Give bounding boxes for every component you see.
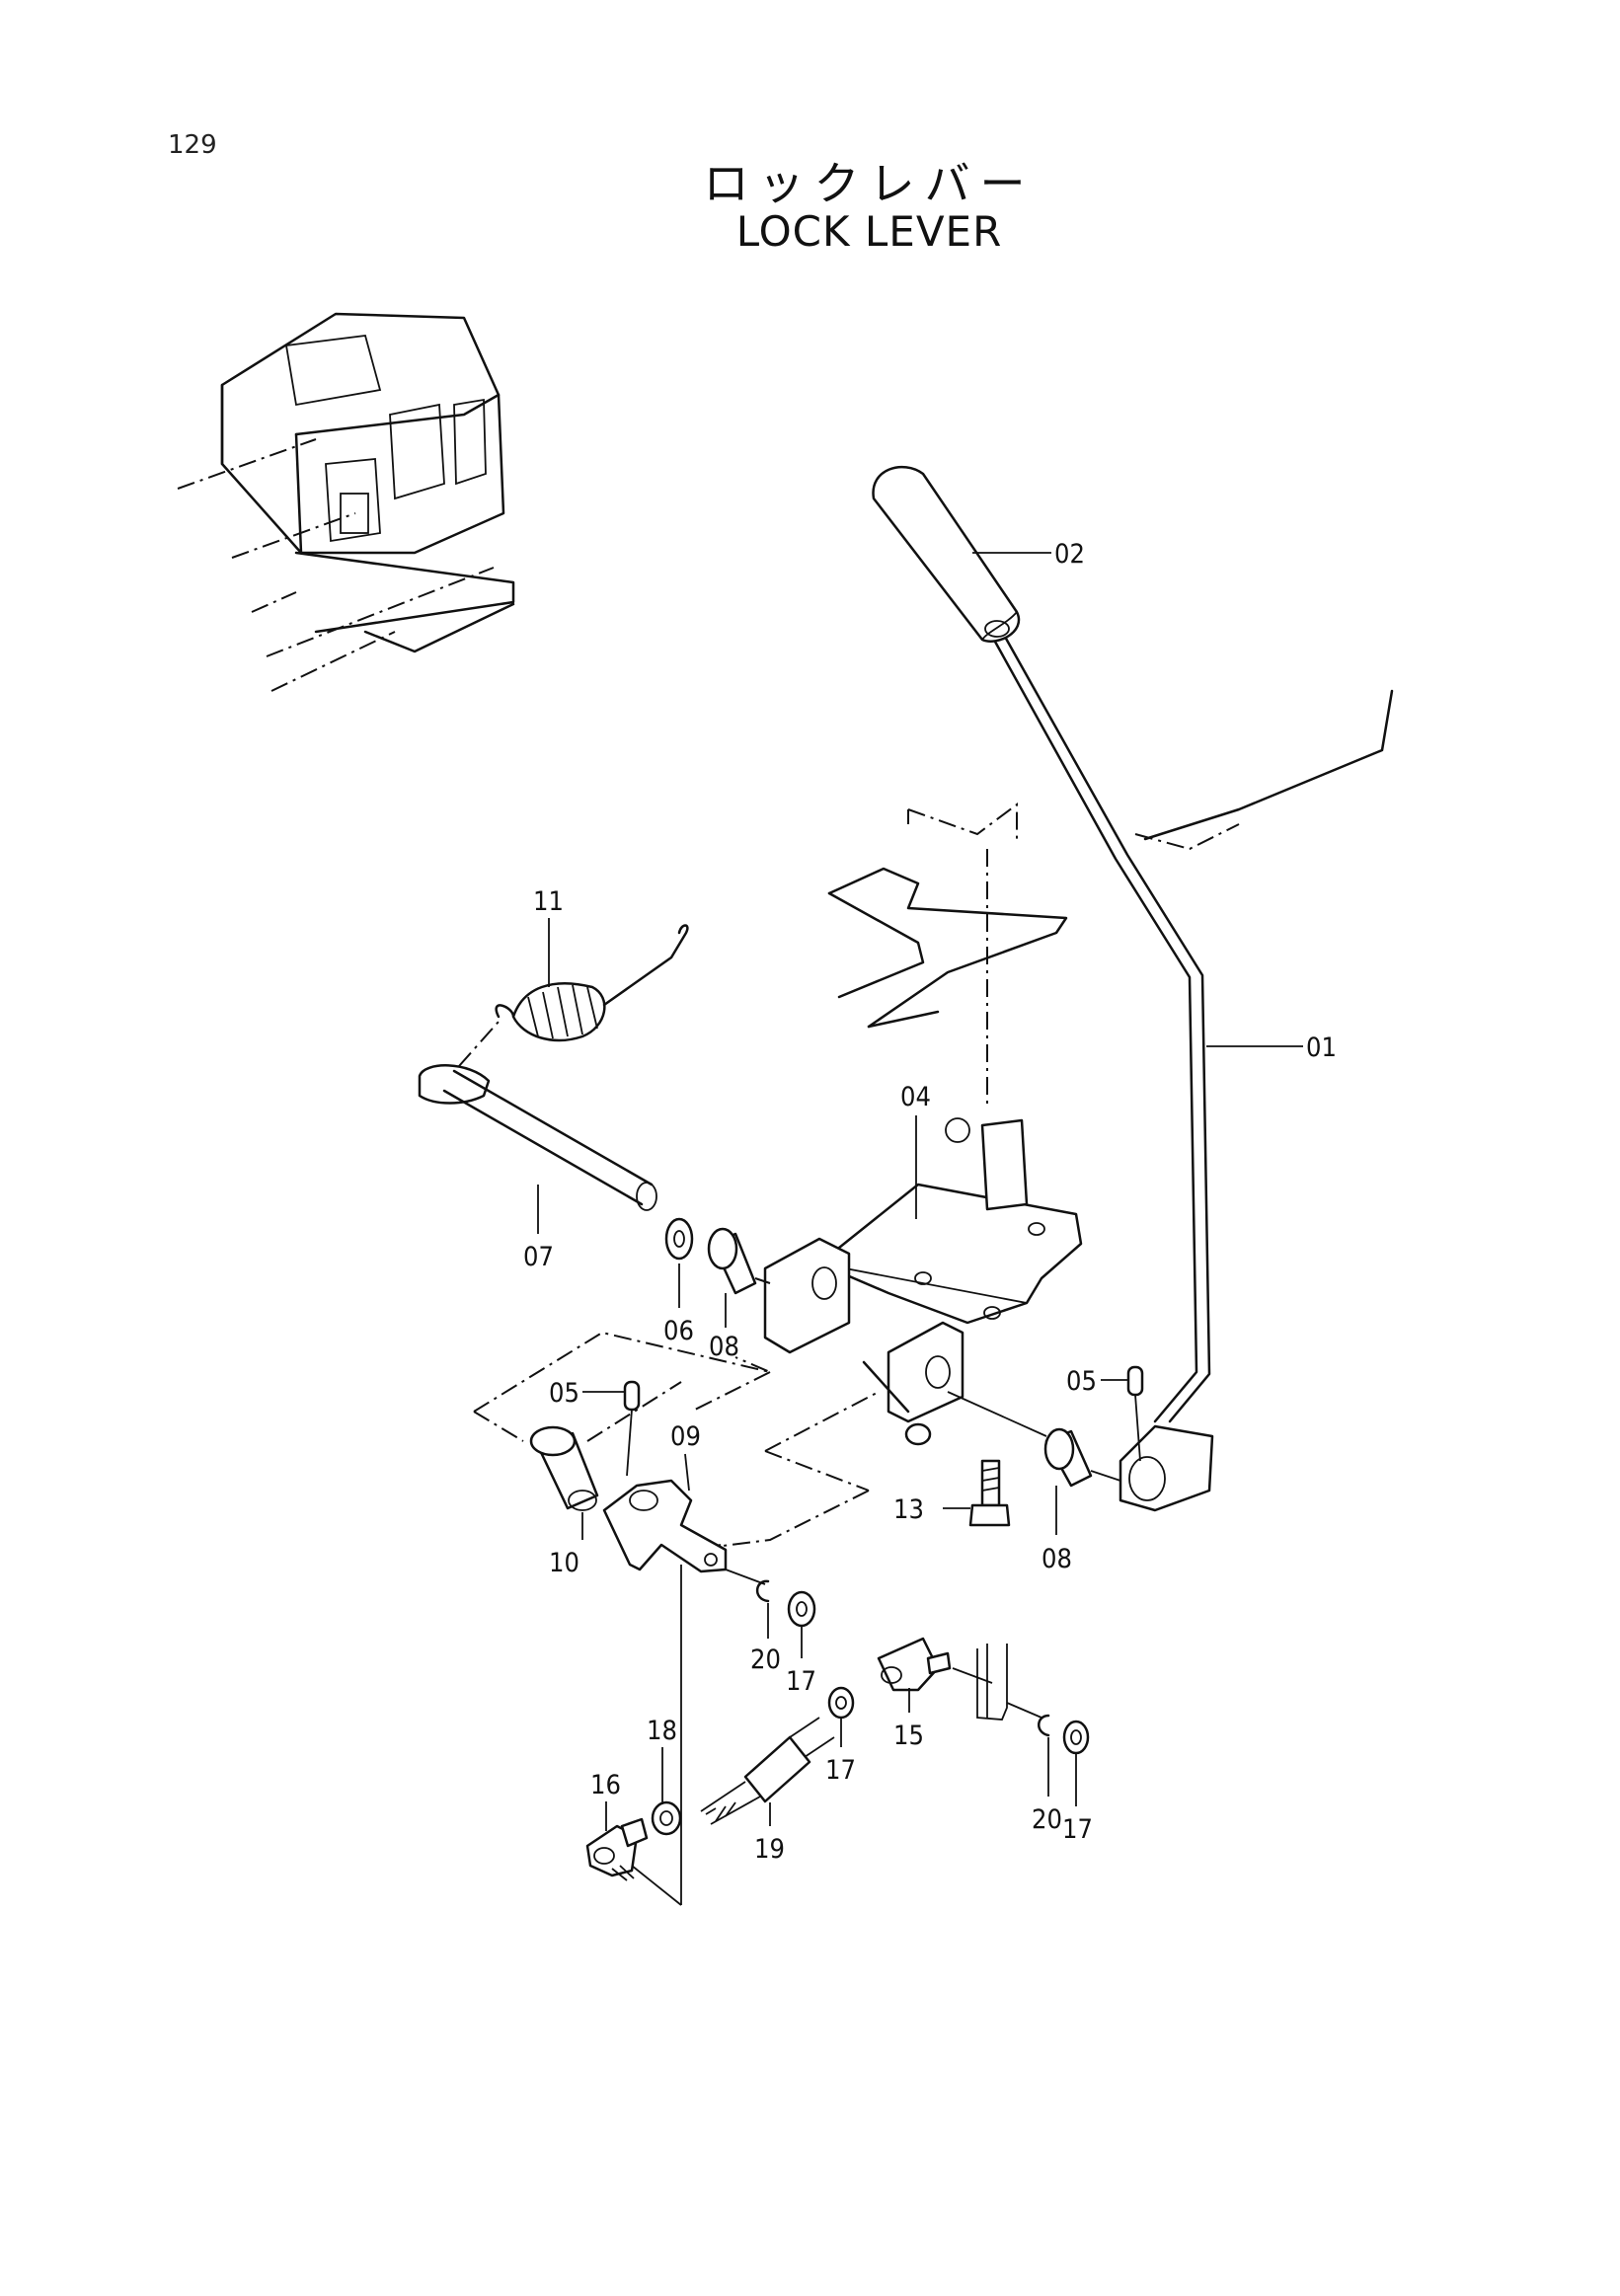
spring-pin-05-right [1126, 1365, 1144, 1397]
tension-spring [458, 924, 689, 1067]
callout-01: 01 [1306, 1033, 1337, 1063]
pivot-block-left [763, 1237, 851, 1354]
bolt-13 [968, 1459, 1011, 1527]
pivot-block-right [887, 1321, 964, 1423]
callout-04: 04 [900, 1082, 931, 1112]
floor-plate-outline [827, 689, 1394, 1106]
nut-18 [651, 1800, 682, 1836]
washer-06 [664, 1217, 694, 1261]
callout-05-right: 05 [1066, 1366, 1097, 1397]
callout-11: 11 [533, 886, 564, 917]
leader-lines [537, 552, 1303, 1831]
snap-ring-20-right [1038, 1714, 1050, 1737]
lever-tab [976, 1644, 1008, 1721]
pivot-shaft [418, 1064, 657, 1211]
bushing-08-left [707, 1227, 757, 1295]
callout-17-right: 17 [1062, 1814, 1093, 1845]
rod-end-16 [585, 1817, 649, 1881]
spring-pin-05-left [623, 1380, 641, 1412]
snap-ring-20-left [755, 1579, 770, 1603]
callout-17-middle: 17 [825, 1755, 856, 1786]
link-arm-09 [602, 1479, 728, 1905]
page-number: 129 [168, 130, 217, 160]
mounting-bracket [817, 1117, 1083, 1325]
turnbuckle-19 [700, 1717, 835, 1825]
callout-05-left: 05 [549, 1378, 579, 1409]
collar-10 [529, 1425, 599, 1511]
lever-grip [872, 465, 1021, 643]
callout-06: 06 [663, 1316, 694, 1346]
callout-16: 16 [590, 1770, 621, 1800]
callout-09: 09 [670, 1421, 701, 1452]
bushing-08-right [1043, 1427, 1093, 1488]
callout-13: 13 [893, 1494, 924, 1525]
nut-17-middle [827, 1686, 855, 1720]
callout-02: 02 [1054, 539, 1085, 570]
callout-19: 19 [754, 1834, 785, 1865]
cab-locator-illustration [177, 312, 515, 692]
title-english: LOCK LEVER [735, 207, 1003, 256]
rod-end-15 [877, 1637, 993, 1692]
lock-lever-rod [993, 635, 1214, 1512]
callout-20-right: 20 [1032, 1804, 1062, 1835]
title-japanese: ロックレバー [703, 157, 1036, 210]
nut-17-right [1062, 1720, 1090, 1755]
callout-17-top: 17 [786, 1666, 816, 1697]
callout-08-left: 08 [709, 1332, 739, 1362]
callout-labels: 02 01 04 11 07 06 08 08 05 05 09 10 13 2… [523, 539, 1337, 1865]
callout-07: 07 [523, 1242, 554, 1272]
nut-17-top [787, 1590, 816, 1628]
callout-15: 15 [893, 1721, 924, 1751]
callout-10: 10 [549, 1548, 579, 1578]
callout-20-left: 20 [750, 1645, 781, 1675]
callout-08-right: 08 [1041, 1544, 1072, 1574]
callout-18: 18 [647, 1716, 677, 1746]
